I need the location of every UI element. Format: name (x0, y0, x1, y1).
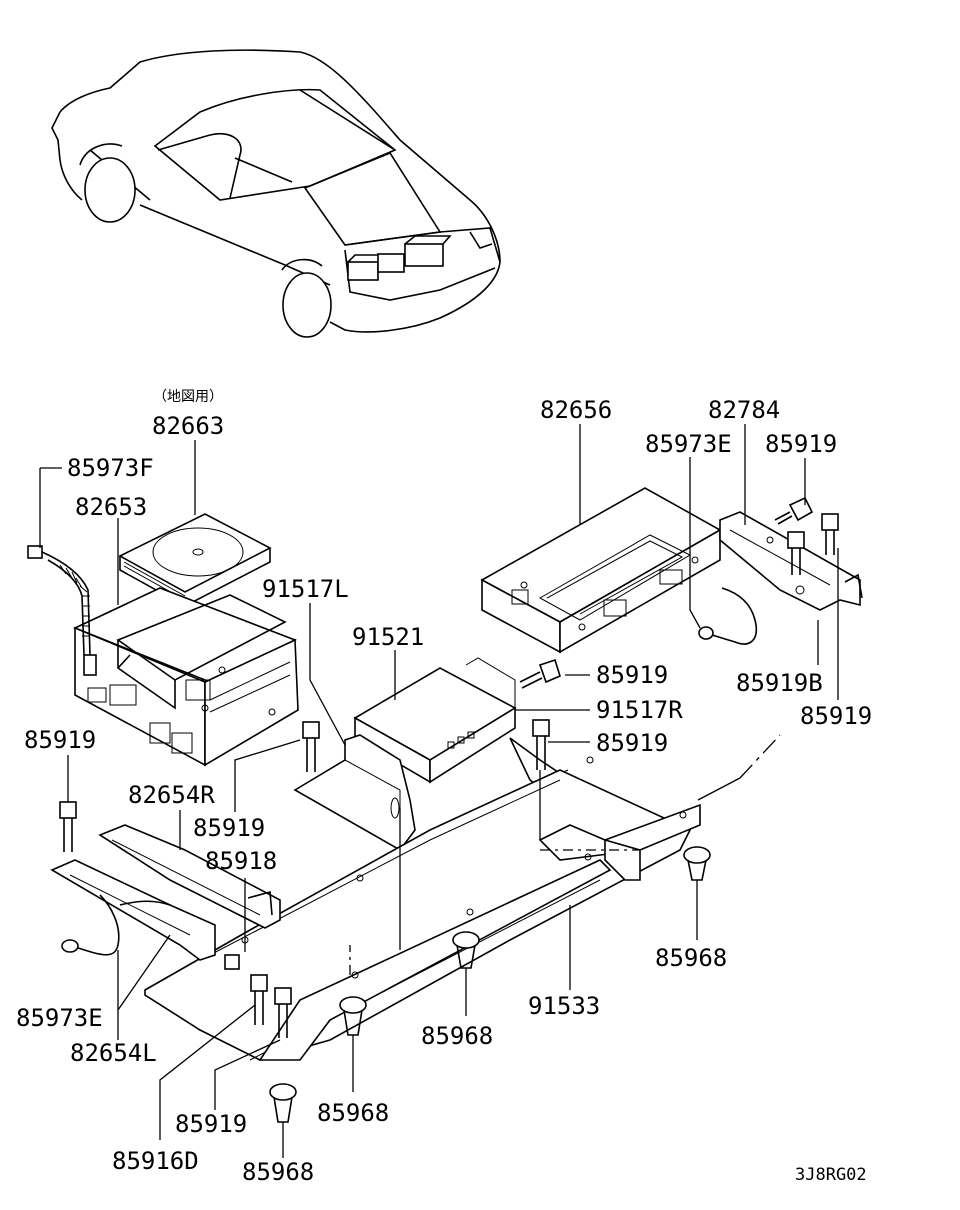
part-82663-disc-unit (118, 513, 272, 607)
part-82654L-bracket (50, 859, 216, 961)
bolt-85919-right (821, 513, 839, 555)
label-85973F: 85973F (67, 454, 154, 482)
label-85968-r: 85968 (655, 944, 727, 972)
part-85973E-cable-bottom (61, 894, 120, 956)
car-illustration (51, 49, 501, 338)
bolt-85919B (787, 531, 805, 575)
part-82654R-bracket (98, 824, 281, 929)
label-82654R: 82654R (128, 781, 215, 809)
label-91517L: 91517L (262, 575, 349, 603)
label-91517R: 91517R (596, 696, 683, 724)
part-85973E-cable-top (698, 587, 757, 645)
clip-85968-b2 (269, 1083, 297, 1123)
label-85919B: 85919B (736, 669, 823, 697)
label-85916D: 85916D (112, 1147, 199, 1175)
label-91521: 91521 (352, 623, 424, 651)
label-85918: 85918 (205, 847, 277, 875)
label-82654L: 82654L (70, 1039, 157, 1067)
part-82656-control-box (480, 487, 722, 654)
label-82663: 82663 (152, 412, 224, 440)
bolt-85919-mid2 (532, 719, 550, 770)
label-map-note: （地図用） (153, 389, 223, 405)
label-85973E-bottom: 85973E (16, 1004, 103, 1032)
bolt-85919-top (774, 496, 814, 525)
clip-85968-b1 (339, 996, 367, 1036)
label-82656: 82656 (540, 396, 612, 424)
clip-85968-r (683, 846, 711, 881)
label-85968-m: 85968 (421, 1022, 493, 1050)
label-91533: 91533 (528, 992, 600, 1020)
label-85919-left: 85919 (24, 726, 96, 754)
label-85919-top: 85919 (765, 430, 837, 458)
bolt-85916D (250, 974, 268, 1025)
nut-85918 (224, 954, 240, 970)
leader-lines (39, 424, 839, 1158)
label-85968-b1: 85968 (317, 1099, 389, 1127)
label-85973E-top: 85973E (645, 430, 732, 458)
part-91521-module (353, 657, 517, 784)
label-82784: 82784 (708, 396, 780, 424)
bolt-85919-b (274, 987, 292, 1038)
bolt-85919-c (302, 721, 320, 772)
diagram-code: 3J8RG02 (795, 1165, 867, 1185)
part-labels: （地図用） 82663 85973F 82653 91517L 91521 82… (16, 389, 872, 1186)
part-82653-navigation-unit (72, 587, 299, 767)
label-85919-mid2: 85919 (596, 729, 668, 757)
label-85968-b2: 85968 (242, 1158, 314, 1186)
part-85973F-cable (27, 545, 97, 676)
label-82653: 82653 (75, 493, 147, 521)
bolt-85919-mid (519, 658, 561, 689)
bolt-85919-left (59, 801, 77, 852)
part-82784-bracket (719, 511, 863, 611)
label-85919-c: 85919 (193, 814, 265, 842)
label-85919-b: 85919 (175, 1110, 247, 1138)
label-85919-right: 85919 (800, 702, 872, 730)
label-85919-mid: 85919 (596, 661, 668, 689)
